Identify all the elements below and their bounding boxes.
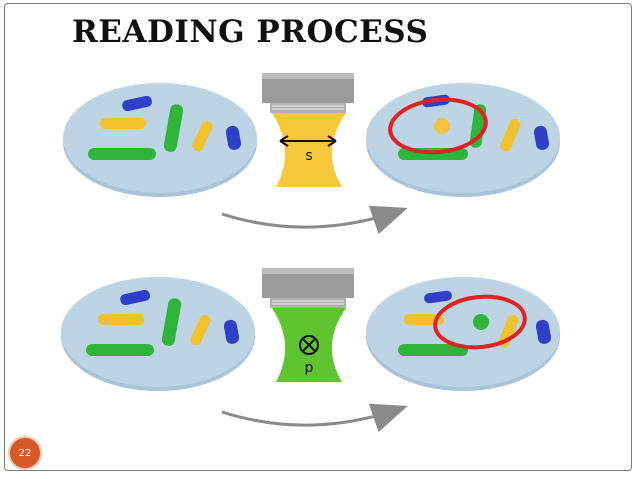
- read-particle-1: [434, 118, 450, 134]
- green-rod: [88, 148, 156, 160]
- yellow-rod: [98, 314, 144, 325]
- dish-after-2: [366, 277, 560, 391]
- blue-rod: [225, 125, 242, 150]
- blue-rod: [120, 289, 150, 306]
- highlight-ring-2: [433, 294, 527, 350]
- blue-rod: [424, 290, 452, 304]
- highlight-ring-1: [388, 97, 488, 155]
- probe-label-2: p: [305, 360, 314, 376]
- yellow-rod: [498, 314, 519, 348]
- slide-frame: [4, 3, 632, 471]
- blue-rod: [223, 319, 240, 344]
- slide-title: READING PROCESS: [72, 14, 429, 50]
- transition-arrow-1: [221, 205, 408, 235]
- beam-1: [272, 113, 346, 187]
- green-rod: [161, 298, 182, 346]
- blue-rod: [533, 125, 550, 150]
- probe-2: [262, 268, 354, 382]
- dish-after-1: [366, 83, 560, 197]
- probe-label-1: s: [305, 148, 312, 164]
- probe-1: [262, 73, 354, 187]
- read-particle-2: [473, 314, 489, 330]
- yellow-rod: [100, 118, 146, 129]
- yellow-rod: [500, 118, 521, 152]
- dish-before-2: [61, 277, 255, 391]
- page-number-badge: 22: [8, 436, 42, 470]
- transition-arrow-2: [221, 403, 408, 433]
- blue-rod: [535, 319, 552, 344]
- green-rod: [86, 344, 154, 356]
- yellow-rod: [192, 121, 213, 152]
- yellow-rod: [190, 315, 211, 346]
- dish-before-1: [63, 83, 257, 197]
- green-rod: [398, 344, 468, 356]
- green-rod: [163, 104, 184, 152]
- blue-rod: [122, 95, 152, 112]
